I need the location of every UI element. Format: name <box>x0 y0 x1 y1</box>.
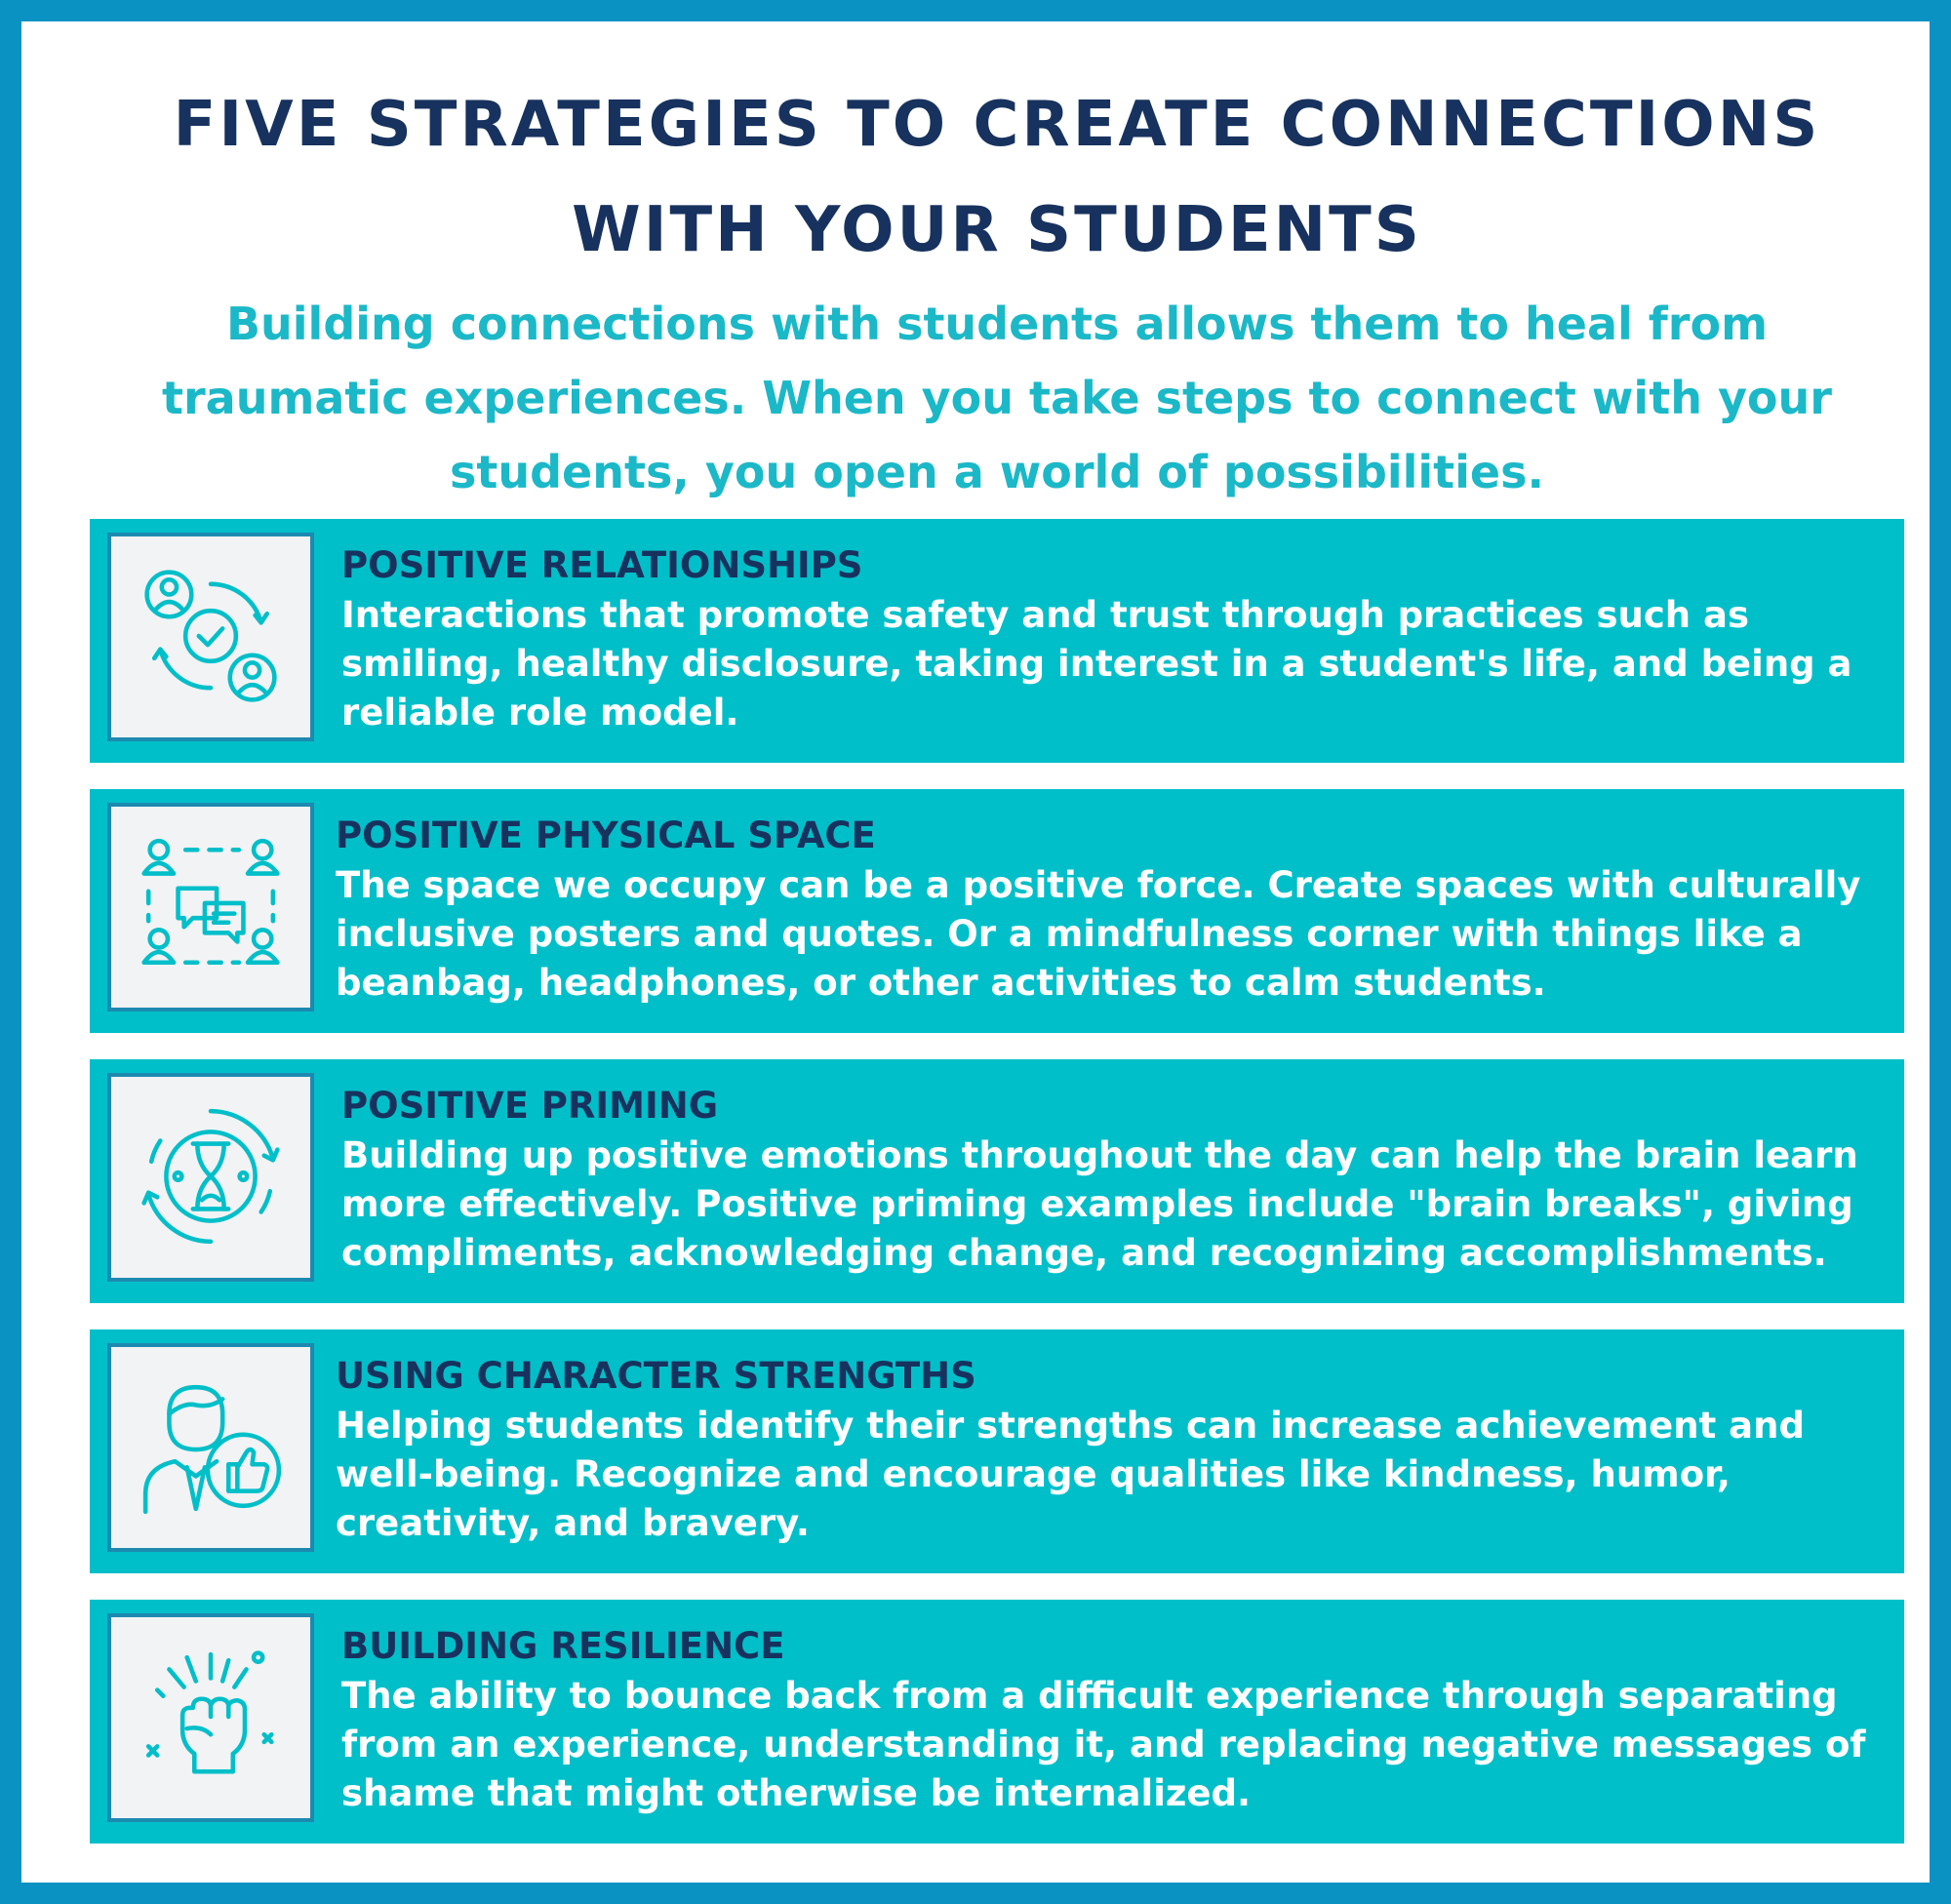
strategy-description: Helping students identify their strength… <box>336 1405 1805 1544</box>
page-subtitle: Building connections with students allow… <box>162 298 1832 498</box>
strategy-heading: USING CHARACTER STRENGTHS <box>336 1355 976 1397</box>
strategy-heading: POSITIVE PRIMING <box>341 1085 719 1127</box>
strategy-card-positive-physical-space: POSITIVE PHYSICAL SPACE The space we occ… <box>90 789 1904 1033</box>
icon-frame <box>107 1343 314 1552</box>
strategy-description: Interactions that promote safety and tru… <box>341 594 1852 734</box>
page-title: FIVE STRATEGIES TO CREATE CONNECTIONS WI… <box>173 89 1821 266</box>
strategy-card-positive-priming: POSITIVE PRIMING Building up positive em… <box>90 1059 1904 1303</box>
strategy-card-using-character-strengths: USING CHARACTER STRENGTHS Helping studen… <box>90 1329 1904 1573</box>
people-cycle-check-icon <box>144 570 277 702</box>
raised-fist-icon <box>145 1650 274 1774</box>
strategy-card-positive-relationships: POSITIVE RELATIONSHIPS Interactions that… <box>90 519 1904 763</box>
person-thumbs-up-icon <box>142 1384 282 1515</box>
icon-frame <box>107 803 314 1012</box>
strategy-heading: POSITIVE PHYSICAL SPACE <box>336 814 876 856</box>
hourglass-cycle-icon <box>141 1108 280 1245</box>
icon-frame <box>107 1073 314 1282</box>
strategy-heading: BUILDING RESILIENCE <box>341 1625 785 1667</box>
strategy-card-building-resilience: BUILDING RESILIENCE The ability to bounc… <box>90 1600 1904 1844</box>
group-chat-icon <box>141 838 280 966</box>
strategy-heading: POSITIVE RELATIONSHIPS <box>341 544 863 586</box>
strategy-description: The space we occupy can be a positive fo… <box>336 864 1861 1004</box>
icon-frame <box>107 533 314 741</box>
icon-frame <box>107 1613 314 1822</box>
strategy-description: Building up positive emotions throughout… <box>341 1134 1858 1274</box>
strategy-description: The ability to bounce back from a diffic… <box>341 1675 1866 1814</box>
